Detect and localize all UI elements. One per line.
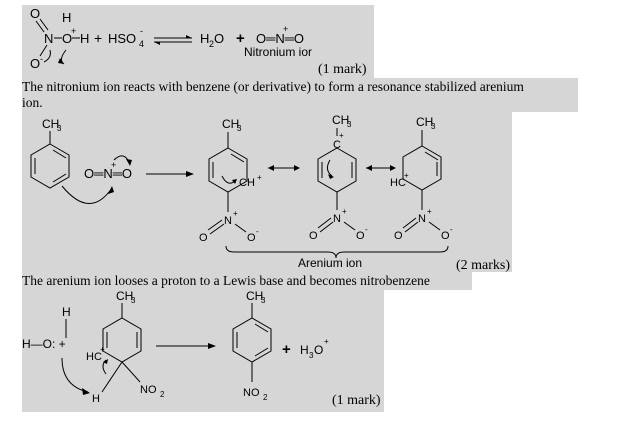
nitric-n: N xyxy=(44,31,53,46)
step1-marks: (1 mark) xyxy=(318,62,367,77)
svg-text:2: 2 xyxy=(209,39,214,49)
svg-text:O: O xyxy=(247,232,256,244)
svg-text:CH: CH xyxy=(416,115,433,129)
svg-text:-: - xyxy=(365,225,368,234)
water-h: H xyxy=(200,31,209,46)
arenium-label: Arenium ion xyxy=(298,256,363,270)
nitric-o-top: O xyxy=(30,6,40,21)
arenium3-hc-plus: HC xyxy=(390,177,406,189)
step3-no2: NO xyxy=(140,384,157,396)
step3-marks: (1 mark) xyxy=(332,393,381,408)
svg-text:+: + xyxy=(100,345,105,354)
svg-text:O: O xyxy=(394,230,403,242)
svg-text:-: - xyxy=(40,54,43,64)
svg-text:O: O xyxy=(314,343,323,357)
svg-text:3: 3 xyxy=(131,296,136,305)
hso4: HSO xyxy=(108,31,136,46)
svg-text:-: - xyxy=(140,26,143,36)
svg-text:+: + xyxy=(283,24,288,34)
step2-marks: (2 marks) xyxy=(456,258,511,273)
hydronium-h: H xyxy=(300,343,309,357)
nitric-h-top: H xyxy=(62,10,71,25)
arenium2-c-plus: C xyxy=(333,139,341,151)
step3-scheme-panel xyxy=(22,290,384,412)
svg-text:-: - xyxy=(450,225,453,234)
svg-text:CH: CH xyxy=(116,289,133,303)
svg-text:N: N xyxy=(418,213,426,225)
svg-text:O: O xyxy=(214,31,224,46)
water-top-h: H xyxy=(62,305,71,319)
svg-text:4: 4 xyxy=(139,39,144,49)
step3-text-panel xyxy=(22,272,472,290)
svg-text:CH: CH xyxy=(222,117,239,131)
svg-text:O: O xyxy=(199,232,208,244)
step2-text-line2: ion. xyxy=(22,95,43,110)
product-no2: NO xyxy=(243,387,260,399)
step3-h-bottom: H xyxy=(92,393,100,405)
nitric-oh-h: H xyxy=(80,31,89,46)
toluene-ch3: CH xyxy=(42,117,59,131)
svg-text:+: + xyxy=(404,171,409,180)
svg-text:CH: CH xyxy=(246,289,263,303)
svg-text:3: 3 xyxy=(237,124,242,133)
svg-text:+: + xyxy=(342,207,347,216)
svg-text:2: 2 xyxy=(160,390,165,399)
plus-1: + xyxy=(94,30,102,46)
svg-text:O: O xyxy=(309,230,318,242)
step2-text-panel xyxy=(22,78,578,112)
svg-text:-: - xyxy=(256,227,259,236)
svg-text:2: 2 xyxy=(263,393,268,402)
plus-2: + xyxy=(236,30,245,47)
svg-text:+: + xyxy=(71,26,76,36)
svg-text:3: 3 xyxy=(261,296,266,305)
svg-text:+: + xyxy=(324,337,329,346)
svg-text:3: 3 xyxy=(57,124,62,133)
svg-text:3: 3 xyxy=(309,351,314,360)
nitric-oh-o: O xyxy=(62,31,72,46)
nitric-o-minus: O xyxy=(30,56,40,71)
svg-text:3: 3 xyxy=(347,120,352,129)
svg-text:O: O xyxy=(356,230,365,242)
svg-text:CH: CH xyxy=(332,113,349,127)
nitronium-label: Nitronium ior xyxy=(244,45,313,59)
svg-text:+: + xyxy=(257,173,262,182)
step2-text-line1: The nitronium ion reacts with benzene (o… xyxy=(22,79,524,94)
step3-plus: + xyxy=(282,341,291,358)
step3-hc-plus: HC xyxy=(86,351,102,363)
arenium1-ch-plus: CH xyxy=(239,177,255,189)
step3-text: The arenium ion looses a proton to a Lew… xyxy=(22,273,430,288)
svg-text:N: N xyxy=(224,215,232,227)
step1-panel xyxy=(22,5,374,78)
svg-text:O: O xyxy=(441,230,450,242)
svg-text:+: + xyxy=(111,160,116,170)
nitronium-ion: O═N═O xyxy=(256,31,304,46)
svg-text:+: + xyxy=(339,131,344,140)
step2-scheme-panel xyxy=(22,112,512,272)
svg-text:N: N xyxy=(333,213,341,225)
water-base: H—O: + xyxy=(22,337,66,351)
attacking-nitronium: O═N═O xyxy=(84,166,132,181)
svg-text:3: 3 xyxy=(431,122,436,131)
svg-text:+: + xyxy=(427,207,432,216)
svg-text:+: + xyxy=(233,209,238,218)
